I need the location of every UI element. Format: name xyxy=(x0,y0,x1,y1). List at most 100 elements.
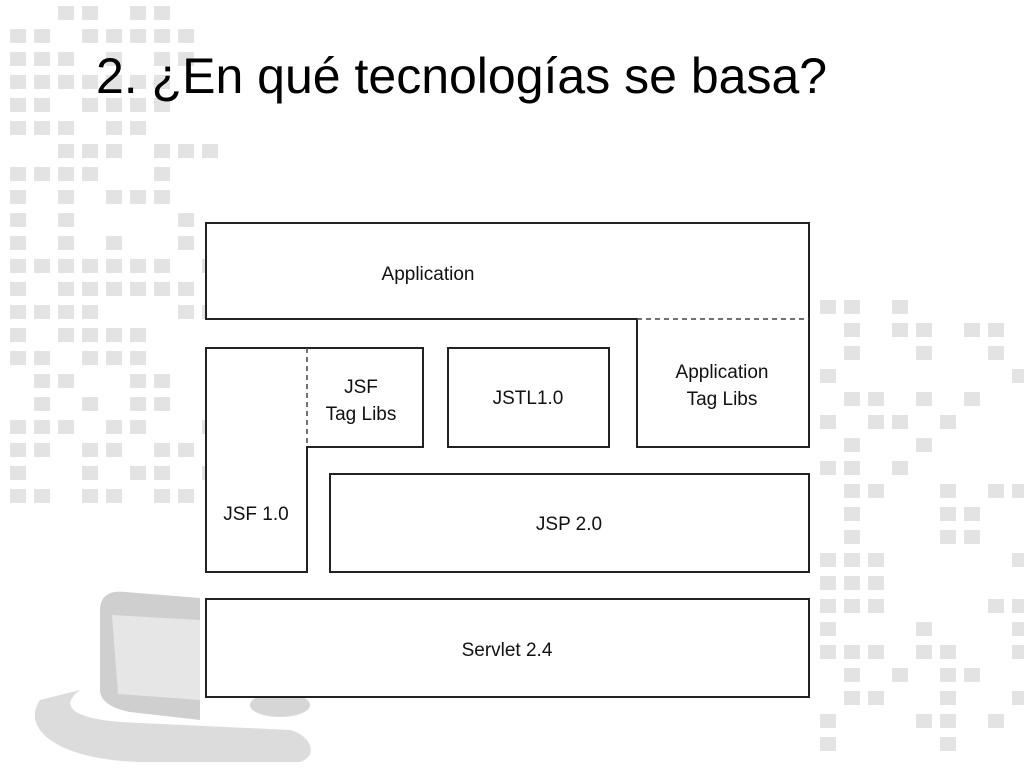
decorative-square xyxy=(106,121,122,135)
app-tag-libs-label-line2: Tag Libs xyxy=(687,389,758,410)
decorative-square xyxy=(10,420,26,434)
decorative-square xyxy=(130,75,146,89)
decorative-square xyxy=(130,374,146,388)
decorative-square xyxy=(58,167,74,181)
decorative-square xyxy=(1012,622,1024,636)
decorative-square xyxy=(916,714,932,728)
application-label: Application xyxy=(382,264,475,285)
decorative-square xyxy=(106,259,122,273)
decorative-square xyxy=(844,691,860,705)
decorative-square xyxy=(892,415,908,429)
decorative-square xyxy=(10,489,26,503)
decorative-square xyxy=(58,52,74,66)
decorative-square xyxy=(154,374,170,388)
decorative-square xyxy=(106,52,122,66)
decorative-square xyxy=(844,300,860,314)
decorative-square xyxy=(10,282,26,296)
decorative-square xyxy=(868,392,884,406)
decorative-square xyxy=(34,167,50,181)
decorative-square xyxy=(892,461,908,475)
decorative-square xyxy=(820,300,836,314)
decorative-square xyxy=(892,300,908,314)
decorative-square xyxy=(10,121,26,135)
decorative-square xyxy=(868,553,884,567)
decorative-square xyxy=(82,466,98,480)
decorative-square xyxy=(844,461,860,475)
decorative-square xyxy=(10,328,26,342)
decorative-square xyxy=(58,190,74,204)
decorative-square xyxy=(82,259,98,273)
decorative-square xyxy=(58,121,74,135)
decorative-square xyxy=(10,443,26,457)
jsp-label: JSP 2.0 xyxy=(536,514,602,535)
decorative-square xyxy=(58,213,74,227)
decorative-square xyxy=(10,190,26,204)
decorative-square xyxy=(844,599,860,613)
decorative-square xyxy=(964,530,980,544)
decorative-square xyxy=(988,323,1004,337)
decorative-square xyxy=(154,52,170,66)
decorative-square xyxy=(178,282,194,296)
decorative-square xyxy=(868,599,884,613)
decorative-square xyxy=(130,190,146,204)
decorative-square xyxy=(820,553,836,567)
decorative-square xyxy=(154,466,170,480)
decorative-square xyxy=(844,645,860,659)
decorative-square xyxy=(58,374,74,388)
decorative-square xyxy=(940,530,956,544)
jsf-tag-libs-label-line1: JSF xyxy=(344,377,378,398)
decorative-square xyxy=(1012,484,1024,498)
decorative-square xyxy=(820,599,836,613)
decorative-square xyxy=(820,415,836,429)
decorative-square xyxy=(10,351,26,365)
decorative-square xyxy=(868,691,884,705)
decorative-square xyxy=(106,282,122,296)
decorative-square xyxy=(34,374,50,388)
decorative-square xyxy=(82,351,98,365)
decorative-square xyxy=(34,305,50,319)
decorative-square xyxy=(82,98,98,112)
decorative-square xyxy=(58,328,74,342)
decorative-square xyxy=(106,190,122,204)
decorative-square xyxy=(10,52,26,66)
decorative-square xyxy=(58,236,74,250)
decorative-square xyxy=(844,346,860,360)
decorative-squares-right xyxy=(820,300,1024,751)
decorative-square xyxy=(964,392,980,406)
decorative-square xyxy=(154,489,170,503)
servlet-block xyxy=(205,598,810,698)
decorative-square xyxy=(820,645,836,659)
decorative-square xyxy=(130,121,146,135)
monitor-silhouette-icon xyxy=(34,591,311,762)
decorative-square xyxy=(34,443,50,457)
jsp-block xyxy=(329,473,810,573)
decorative-square xyxy=(106,236,122,250)
decorative-square xyxy=(82,305,98,319)
decorative-square xyxy=(10,75,26,89)
decorative-square xyxy=(988,346,1004,360)
decorative-square xyxy=(130,397,146,411)
decorative-square xyxy=(154,144,170,158)
decorative-square xyxy=(10,167,26,181)
decorative-square xyxy=(34,29,50,43)
decorative-square xyxy=(964,668,980,682)
decorative-square xyxy=(154,167,170,181)
decorative-square xyxy=(34,52,50,66)
decorative-square xyxy=(34,121,50,135)
decorative-square xyxy=(178,213,194,227)
decorative-square xyxy=(844,507,860,521)
decorative-square xyxy=(34,397,50,411)
decorative-square xyxy=(844,392,860,406)
jstl-block xyxy=(447,347,610,448)
app-tag-libs-label-line1: Application xyxy=(676,362,769,383)
decorative-square xyxy=(82,144,98,158)
decorative-square xyxy=(130,98,146,112)
decorative-square xyxy=(58,6,74,20)
decorative-squares-left xyxy=(10,6,218,503)
jsf-label: JSF 1.0 xyxy=(223,504,288,525)
decorative-square xyxy=(1012,599,1024,613)
decorative-square xyxy=(844,530,860,544)
decorative-square xyxy=(178,236,194,250)
decorative-square xyxy=(58,420,74,434)
